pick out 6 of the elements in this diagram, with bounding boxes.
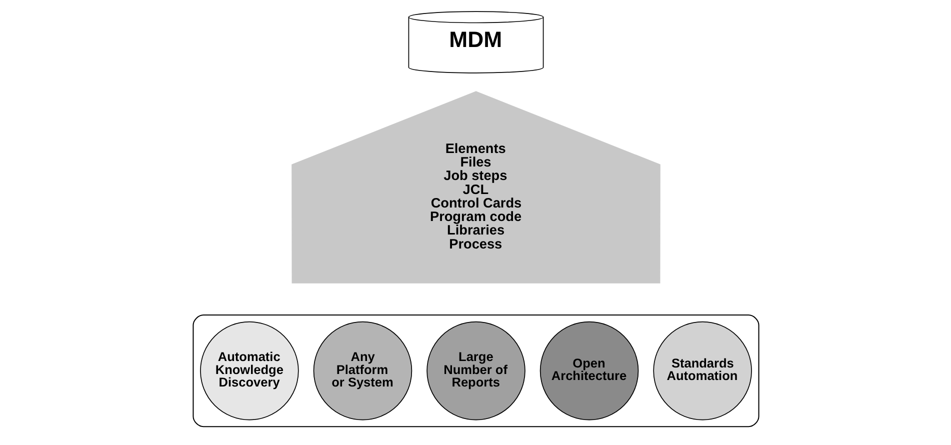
cluster <box>192 314 759 428</box>
node-circle: Large Number of Reports <box>426 321 525 420</box>
node-circle: Any Platform or System <box>312 321 412 420</box>
node-circle: Automatic Knowledge Discovery <box>200 321 298 420</box>
node-circle: Standards Automation <box>652 321 752 420</box>
node-circle: Open Architecture <box>539 321 638 420</box>
